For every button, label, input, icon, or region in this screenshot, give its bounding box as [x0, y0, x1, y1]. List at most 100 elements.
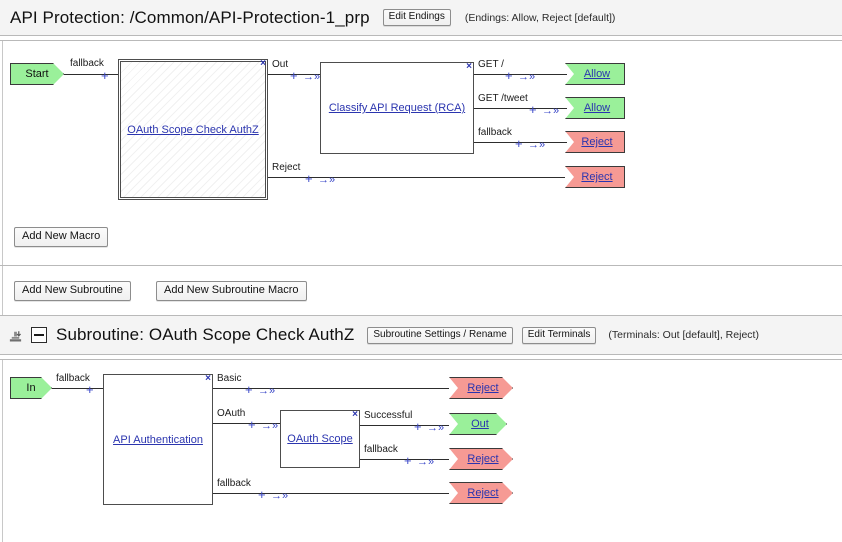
- connector-arrow-successful[interactable]: →»: [427, 422, 445, 434]
- rule-classify-api-request[interactable]: Classify API Request (RCA) ×: [320, 62, 474, 154]
- macro-oauth-scope-check-authz[interactable]: OAuth Scope Check AuthZ ×: [118, 59, 268, 200]
- connector-plus-rca-2[interactable]: +: [529, 102, 537, 117]
- terminals-note: (Terminals: Out [default], Reject): [608, 329, 759, 341]
- wire-macro-out: [268, 74, 320, 75]
- connector-arrow-macro-out[interactable]: →»: [303, 71, 321, 83]
- connector-plus-successful[interactable]: +: [414, 419, 422, 434]
- connector-arrow-scope-fallback[interactable]: →»: [417, 456, 435, 468]
- wire-label-auth-basic: Basic: [217, 373, 242, 384]
- terminal-reject-2[interactable]: Reject: [449, 448, 513, 470]
- terminal-reject-3[interactable]: Reject: [449, 482, 513, 504]
- wire-label-in-out: fallback: [56, 373, 90, 384]
- add-new-macro-button[interactable]: Add New Macro: [14, 227, 109, 247]
- connector-plus-basic[interactable]: +: [245, 382, 253, 397]
- rule-api-authentication-label[interactable]: API Authentication: [113, 433, 203, 446]
- terminal-out[interactable]: Out: [449, 413, 507, 435]
- page-title: API Protection: /Common/API-Protection-1…: [10, 7, 370, 27]
- macro-oauth-scope-check-authz-label[interactable]: OAuth Scope Check AuthZ: [127, 123, 259, 136]
- subroutine-settings-rename-button[interactable]: Subroutine Settings / Rename: [367, 326, 513, 344]
- rule-classify-api-request-label[interactable]: Classify API Request (RCA): [328, 102, 466, 114]
- subroutine-header-divider-1: [0, 354, 842, 355]
- connector-plus-macro-out[interactable]: +: [290, 68, 298, 83]
- macro-bar-left-edge: [2, 213, 3, 265]
- wire-label-rca-get-tweet: GET /tweet: [478, 93, 528, 104]
- rule-oauth-scope-label[interactable]: OAuth Scope: [287, 433, 353, 445]
- ending-allow-1[interactable]: Allow: [565, 63, 625, 85]
- connector-arrow-rca-1[interactable]: →»: [518, 71, 536, 83]
- connector-arrow-auth-fallback[interactable]: →»: [271, 490, 289, 502]
- main-section-header: API Protection: /Common/API-Protection-1…: [0, 0, 842, 35]
- in-node[interactable]: In: [10, 377, 52, 399]
- wire-auth-oauth: [213, 423, 280, 424]
- terminal-reject-2-label[interactable]: Reject: [467, 453, 499, 465]
- rule-oauth-scope[interactable]: OAuth Scope ×: [280, 410, 360, 468]
- ending-reject-1[interactable]: Reject: [565, 131, 625, 153]
- connector-plus-rca-1[interactable]: +: [505, 68, 513, 83]
- main-flow-canvas: Start fallback + OAuth Scope Check AuthZ…: [0, 41, 842, 213]
- wire-label-rca-fallback: fallback: [478, 127, 512, 138]
- connector-plus-oauth[interactable]: +: [248, 417, 256, 432]
- connector-plus-start[interactable]: +: [101, 68, 109, 83]
- close-icon[interactable]: ×: [352, 409, 358, 420]
- connector-plus-auth-fallback[interactable]: +: [258, 487, 266, 502]
- connector-arrow-oauth[interactable]: →»: [261, 420, 279, 432]
- terminal-out-label[interactable]: Out: [471, 418, 489, 430]
- wire-auth-fallback: [213, 493, 449, 494]
- ending-allow-2[interactable]: Allow: [565, 97, 625, 119]
- wire-rca-fallback: [474, 142, 567, 143]
- edit-endings-button[interactable]: Edit Endings: [382, 9, 451, 26]
- wire-label-start-out: fallback: [70, 58, 104, 69]
- close-icon[interactable]: ×: [466, 61, 472, 72]
- macro-bar-divider: [0, 265, 842, 266]
- header-divider-2: [0, 40, 842, 41]
- terminal-reject-1[interactable]: Reject: [449, 377, 513, 399]
- in-node-label: In: [26, 382, 36, 394]
- connector-plus-macro-reject[interactable]: +: [305, 171, 313, 186]
- connector-arrow-rca-2[interactable]: →»: [542, 105, 560, 117]
- start-node[interactable]: Start: [10, 63, 64, 85]
- add-new-subroutine-macro-button[interactable]: Add New Subroutine Macro: [156, 281, 307, 301]
- wire-label-auth-oauth: OAuth: [217, 408, 246, 419]
- wire-label-auth-fallback: fallback: [217, 478, 251, 489]
- ending-reject-1-label[interactable]: Reject: [581, 136, 613, 148]
- ending-reject-2-label[interactable]: Reject: [581, 171, 613, 183]
- insert-stamp-icon[interactable]: [8, 328, 23, 343]
- wire-in-to-auth: [52, 388, 103, 389]
- close-icon[interactable]: ×: [205, 373, 211, 384]
- wire-auth-basic: [213, 388, 449, 389]
- connector-plus-scope-fallback[interactable]: +: [404, 453, 412, 468]
- add-macro-bar: Add New Macro: [0, 213, 842, 265]
- edit-terminals-button[interactable]: Edit Terminals: [521, 326, 597, 344]
- subroutine-section-header: Subroutine: OAuth Scope Check AuthZ Subr…: [0, 316, 842, 354]
- terminal-reject-1-label[interactable]: Reject: [467, 382, 499, 394]
- wire-rca-get-root: [474, 74, 567, 75]
- subroutine-bar-divider: [0, 315, 842, 316]
- connector-arrow-macro-reject[interactable]: →»: [318, 174, 336, 186]
- subroutine-title: Subroutine: OAuth Scope Check AuthZ: [56, 325, 355, 344]
- ending-reject-2[interactable]: Reject: [565, 166, 625, 188]
- connector-arrow-rca-3[interactable]: →»: [528, 139, 546, 151]
- terminal-reject-3-label[interactable]: Reject: [467, 487, 499, 499]
- subroutine-bar-left-edge: [2, 266, 3, 315]
- subroutine-flow-canvas: In fallback + API Authentication × Basic…: [0, 360, 842, 542]
- ending-allow-1-label[interactable]: Allow: [583, 68, 611, 80]
- start-node-label: Start: [25, 68, 49, 80]
- wire-rca-get-tweet: [474, 108, 567, 109]
- connector-plus-in[interactable]: +: [86, 382, 94, 397]
- wire-scope-fallback: [360, 459, 449, 460]
- connector-plus-rca-3[interactable]: +: [515, 136, 523, 151]
- wire-label-macro-out: Out: [272, 59, 289, 70]
- collapse-toggle-icon[interactable]: [31, 327, 47, 343]
- close-icon[interactable]: ×: [260, 58, 266, 69]
- ending-allow-2-label[interactable]: Allow: [583, 102, 611, 114]
- connector-arrow-basic[interactable]: →»: [258, 385, 276, 397]
- wire-scope-successful: [360, 425, 449, 426]
- endings-note: (Endings: Allow, Reject [default]): [464, 11, 616, 24]
- add-new-subroutine-button[interactable]: Add New Subroutine: [14, 281, 131, 301]
- wire-macro-reject: [268, 177, 565, 178]
- wire-label-macro-reject: Reject: [272, 162, 301, 173]
- wire-label-rca-get-root: GET /: [478, 59, 504, 70]
- rule-api-authentication[interactable]: API Authentication ×: [103, 374, 213, 505]
- subroutine-canvas-left-edge: [2, 360, 3, 542]
